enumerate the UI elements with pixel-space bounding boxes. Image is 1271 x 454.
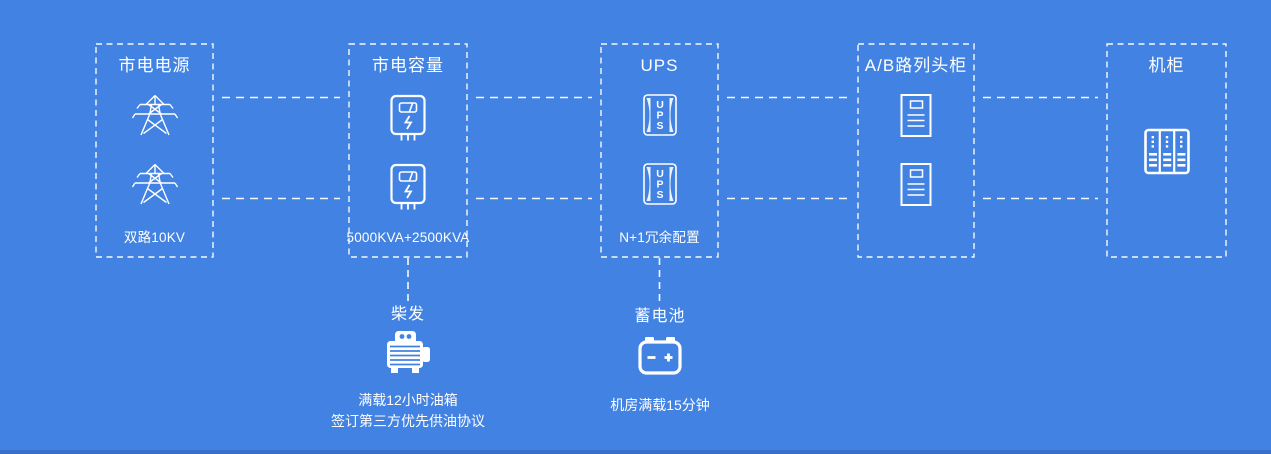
node-server-rack: 机柜 bbox=[1107, 44, 1226, 257]
battery-icon bbox=[530, 337, 790, 382]
svg-text:U: U bbox=[656, 99, 664, 111]
node-title: 机柜 bbox=[1148, 56, 1185, 75]
node-ups: UPS U P S U P S N+1冗余配置 bbox=[601, 44, 718, 257]
ups-unit-icon: U P S bbox=[642, 163, 677, 210]
subnode-caption: 签订第三方优先供油协议 bbox=[331, 413, 485, 429]
node-mains-capacity: 市电容量 5000KVA+2500KVA bbox=[346, 44, 470, 257]
subnode-caption: 机房满载15分钟 bbox=[610, 397, 710, 413]
node-title: A/B路列头柜 bbox=[864, 56, 968, 75]
node-mains-power: 市电电源 双路10KV bbox=[96, 44, 213, 257]
node-title: 市电容量 bbox=[372, 56, 444, 75]
subnode-battery: 蓄电池 机房满载15分钟 bbox=[530, 307, 790, 414]
node-dashed-borders bbox=[95, 43, 1227, 258]
svg-text:S: S bbox=[656, 189, 663, 201]
diesel-generator-icon bbox=[278, 331, 538, 378]
electric-meter-icon bbox=[388, 163, 428, 216]
node-title: 市电电源 bbox=[118, 56, 191, 75]
svg-text:P: P bbox=[656, 179, 663, 191]
electric-meter-icon bbox=[388, 94, 428, 147]
node-caption: 双路10KV bbox=[123, 230, 186, 245]
node-caption: N+1冗余配置 bbox=[619, 230, 700, 245]
distribution-cabinet-icon bbox=[900, 163, 932, 211]
subnode-caption: 满载12小时油箱 bbox=[358, 392, 458, 408]
power-tower-icon bbox=[131, 163, 178, 210]
svg-text:P: P bbox=[656, 110, 663, 122]
horizontal-connector-lines bbox=[222, 96, 1098, 200]
ups-unit-icon: U P S bbox=[642, 94, 677, 141]
node-title: UPS bbox=[640, 56, 679, 75]
subnode-title: 柴发 bbox=[390, 306, 425, 323]
svg-text:U: U bbox=[656, 168, 664, 180]
node-caption: 5000KVA+2500KVA bbox=[346, 230, 470, 245]
power-tower-icon bbox=[131, 94, 178, 141]
node-ab-distribution-cabinet: A/B路列头柜 bbox=[858, 44, 974, 257]
server-rack-icon bbox=[1143, 128, 1190, 180]
footer-strip bbox=[0, 450, 1271, 454]
distribution-cabinet-icon bbox=[900, 94, 932, 142]
svg-text:S: S bbox=[656, 120, 663, 132]
subnode-diesel-generator: 柴发 满载12小时油箱 签订第三方优先供油协议 bbox=[278, 305, 538, 430]
subnode-title: 蓄电池 bbox=[634, 308, 686, 325]
vertical-connector-lines bbox=[407, 258, 661, 302]
